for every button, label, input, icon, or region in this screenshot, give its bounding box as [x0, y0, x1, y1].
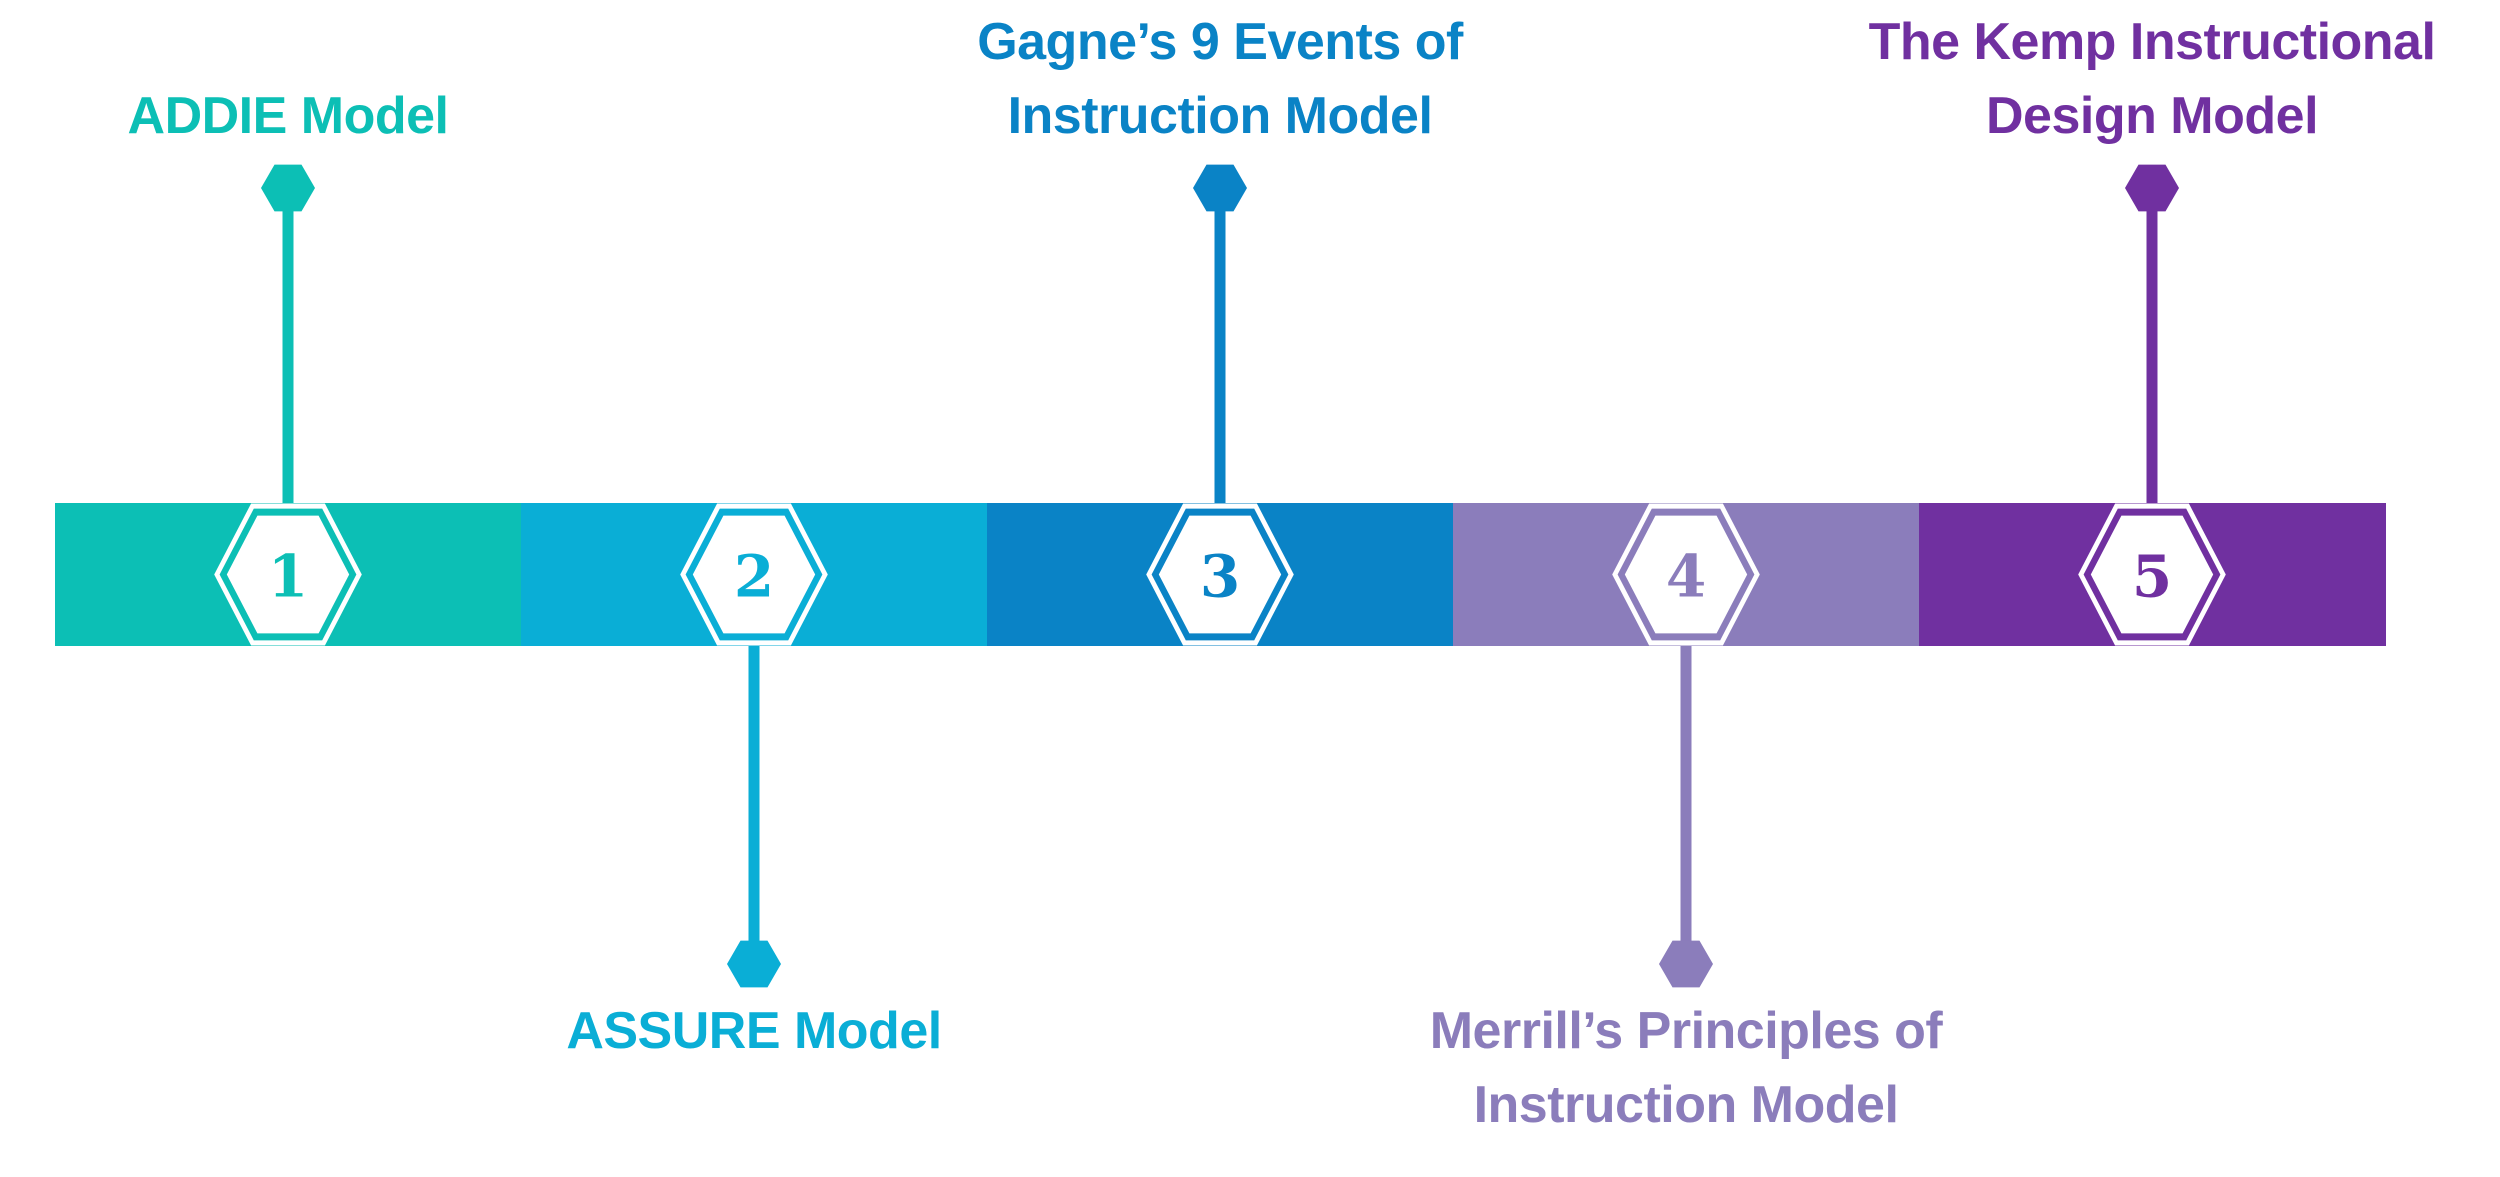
- connector-knob-2-icon: [727, 940, 781, 988]
- stage-title-4: Merrill’s Principles of Instruction Model: [1336, 994, 2036, 1142]
- stage-title-3: Gagne’s 9 Events of Instruction Model: [870, 5, 1570, 153]
- stage-title-1: ADDIE Model: [0, 79, 638, 153]
- stage-title-line: Gagne’s 9 Events of: [977, 13, 1463, 71]
- stage-title-line: Design Model: [1985, 87, 2319, 145]
- hexagon-badge-3-icon: [1158, 515, 1282, 634]
- stage-number-4: 4: [1666, 543, 1706, 611]
- hexagon-badge-2-icon: [692, 515, 816, 634]
- stage-title-line: The Kemp Instructional: [1868, 13, 2436, 71]
- stage-title-line: Instruction Model: [1473, 1076, 1899, 1134]
- stage-title-line: ADDIE Model: [127, 87, 449, 145]
- connector-knob-1-icon: [261, 164, 315, 212]
- stage-title-line: Instruction Model: [1007, 87, 1433, 145]
- stage-title-2: ASSURE Model: [404, 994, 1104, 1068]
- stage-title-line: ASSURE Model: [566, 1002, 942, 1060]
- connector-knob-4-icon: [1659, 940, 1713, 988]
- stage-title-line: Merrill’s Principles of: [1429, 1002, 1943, 1060]
- stage-number-1: 1: [268, 543, 308, 611]
- connector-knob-5-icon: [2125, 164, 2179, 212]
- stage-number-3: 3: [1200, 543, 1240, 611]
- hexagon-badge-4-icon: [1624, 515, 1748, 634]
- hexagon-badge-1-icon: [226, 515, 350, 634]
- hexagon-badge-5-icon: [2090, 515, 2214, 634]
- connector-knob-3-icon: [1193, 164, 1247, 212]
- stage-number-5: 5: [2132, 543, 2172, 611]
- stage-number-2: 2: [734, 543, 774, 611]
